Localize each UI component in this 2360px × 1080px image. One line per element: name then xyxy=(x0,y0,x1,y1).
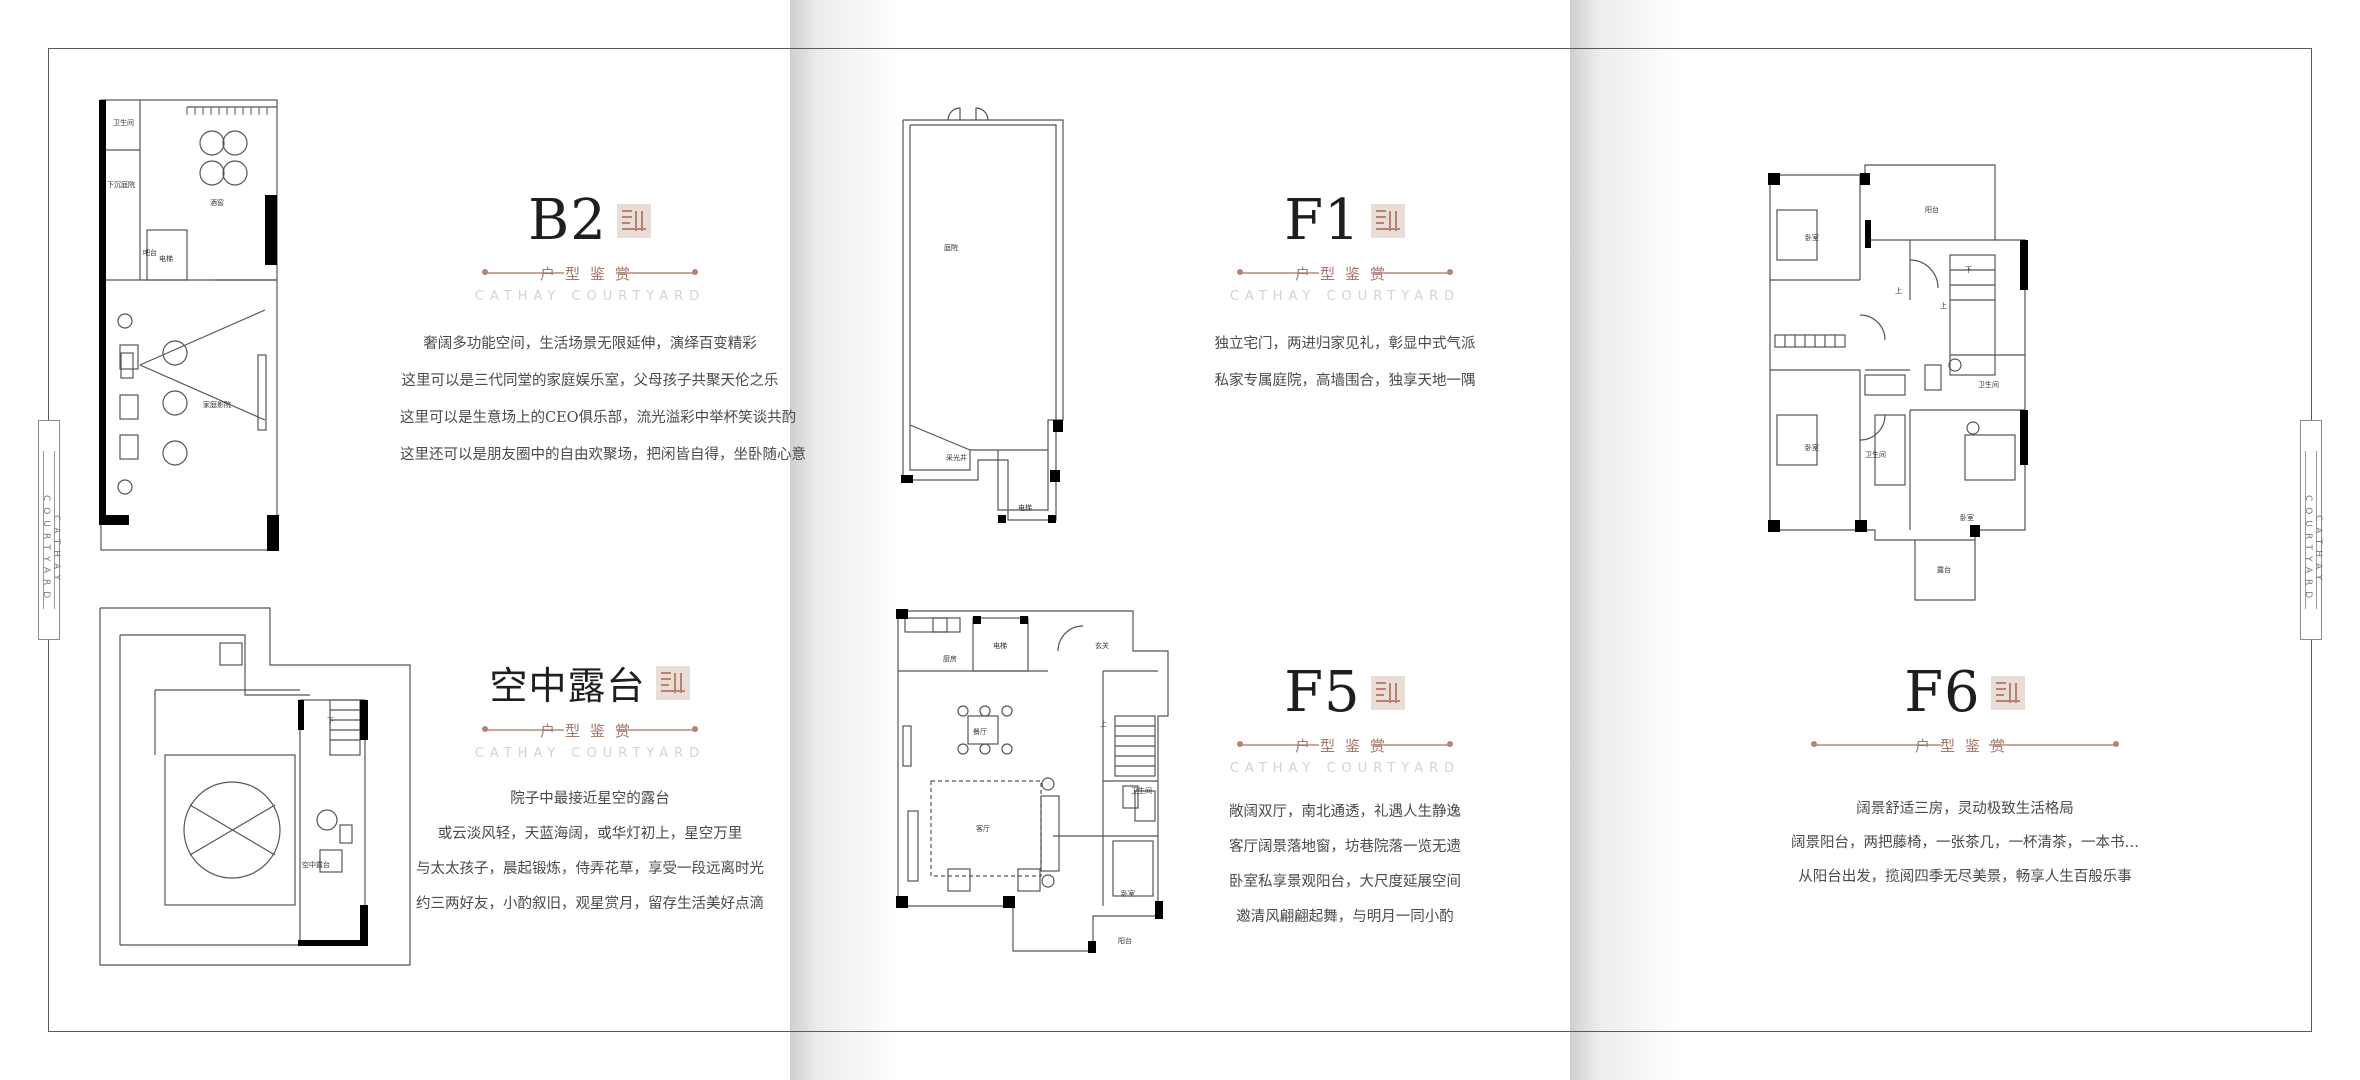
f1-elevator-label: 电梯 xyxy=(1018,503,1032,512)
b2-sunken-court-label: 下沉庭院 xyxy=(107,180,135,189)
f6-bathroom-1-label: 卫生间 xyxy=(1978,380,1999,389)
left-page xyxy=(0,0,790,1080)
b2-heading: B2 户型鉴赏 CATHAY COURTYARD xyxy=(410,188,770,304)
f6-description: 阔景舒适三房，灵动极致生活格局 阔景阳台，两把藤椅，一张茶几，一杯清茶，一本书…… xyxy=(1791,801,2139,885)
right-page xyxy=(1680,0,2360,1080)
f5-bathroom-label: 卫生间 xyxy=(1131,786,1152,795)
f1-rule: 户型鉴赏 xyxy=(1165,261,1525,283)
side-tab-left: CATHAY COURTYARD xyxy=(38,420,61,640)
b2-subtitle: CATHAY COURTYARD xyxy=(474,289,706,304)
f6-rule: 户型鉴赏 xyxy=(1785,733,2145,755)
f1-rule-label: 户型鉴赏 xyxy=(1294,265,1395,283)
f6-up-label: 上 xyxy=(1895,286,1902,295)
f1-heading: F1 户型鉴赏 CATHAY COURTYARD xyxy=(1165,188,1525,304)
f6-terrace-label: 露台 xyxy=(1937,565,1951,574)
b2-home-theater-label: 家庭影院 xyxy=(203,400,231,409)
f5-heading: F5 户型鉴赏 CATHAY COURTYARD xyxy=(1165,660,1525,776)
terrace-description: 院子中最接近星空的露台 或云淡风轻，天蓝海阔，或华灯初上，星空万里 与太太孩子，… xyxy=(416,791,764,912)
b2-floor-plan: 卫生间 下沉庭院 酒窖 吧台 电梯 家庭影院 xyxy=(99,99,279,551)
b2-bar-label: 吧台 xyxy=(143,248,157,257)
f5-balcony-label: 阳台 xyxy=(1118,936,1132,945)
f6-down-label: 下 xyxy=(1965,266,1972,274)
terrace-title: 空中露台 xyxy=(489,664,646,708)
f5-rule: 户型鉴赏 xyxy=(1165,733,1525,755)
b2-rule-label: 户型鉴赏 xyxy=(539,265,640,283)
terrace-plan-label: 空中露台 xyxy=(302,860,330,869)
f6-up-label-2: 上 xyxy=(1940,301,1947,310)
f6-bedroom-1-label: 卧室 xyxy=(1805,233,1819,242)
f5-up-label: 上 xyxy=(1100,719,1107,728)
terrace-rule: 户型鉴赏 xyxy=(410,718,770,740)
f6-rule-label: 户型鉴赏 xyxy=(1914,737,2015,755)
b2-rule: 户型鉴赏 xyxy=(410,261,770,283)
f5-rule-label: 户型鉴赏 xyxy=(1294,737,1395,755)
fold-shadow-left xyxy=(790,0,900,1080)
terrace-floor-plan: 下 空中露台 xyxy=(99,607,411,966)
b2-elevator-label: 电梯 xyxy=(159,254,173,263)
b2-bathroom-label: 卫生间 xyxy=(113,118,134,127)
f6-heading: F6 户型鉴赏 xyxy=(1785,660,2145,755)
f5-bedroom-label: 卧室 xyxy=(1121,889,1135,898)
f1-floor-plan: 庭院 采光井 电梯 xyxy=(901,107,1064,523)
f6-title: F6 xyxy=(1904,660,1981,725)
f1-subtitle: CATHAY COURTYARD xyxy=(1229,289,1461,304)
f5-dining-label: 餐厅 xyxy=(973,727,987,736)
f6-floor-plan: 阳台 卧室 上 下 上 卫生间 卧室 卫生间 卧室 露台 xyxy=(1768,164,2028,601)
f5-subtitle: CATHAY COURTYARD xyxy=(1229,761,1461,776)
seal-icon xyxy=(1990,675,2025,710)
f5-elevator-label: 电梯 xyxy=(993,641,1007,650)
terrace-down-label: 下 xyxy=(327,717,334,725)
f1-courtyard-label: 庭院 xyxy=(944,243,958,252)
f6-bathroom-2-label: 卫生间 xyxy=(1865,450,1886,459)
f1-description: 独立宅门，两进归家见礼，彰显中式气派 私家专属庭院，高墙围合，独享天地一隅 xyxy=(1214,336,1476,389)
b2-title: B2 xyxy=(528,188,607,253)
f5-living-label: 客厅 xyxy=(976,824,990,833)
f5-floor-plan: 厨房 电梯 玄关 餐厅 上 客厅 卫生间 卧室 阳台 xyxy=(896,609,1169,953)
f6-bedroom-2-label: 卧室 xyxy=(1805,443,1819,452)
side-tab-right: CATHAY COURTYARD xyxy=(2300,420,2323,640)
f5-description: 敞阔双厅，南北通透，礼遇人生静逸 客厅阔景落地窗，坊巷院落一览无遗 卧室私享景观… xyxy=(1229,804,1461,925)
b2-wine-cellar-label: 酒窖 xyxy=(210,198,224,207)
f1-light-well-label: 采光井 xyxy=(946,453,967,462)
terrace-rule-label: 户型鉴赏 xyxy=(539,722,640,740)
f6-bedroom-3-label: 卧室 xyxy=(1960,513,1974,522)
terrace-subtitle: CATHAY COURTYARD xyxy=(474,746,706,761)
f5-title: F5 xyxy=(1284,660,1361,725)
f5-kitchen-label: 厨房 xyxy=(943,654,957,663)
seal-icon xyxy=(616,203,651,238)
f1-title: F1 xyxy=(1284,188,1361,253)
fold-shadow-right xyxy=(1570,0,1680,1080)
seal-icon xyxy=(655,665,690,700)
terrace-heading: 空中露台 户型鉴赏 CATHAY COURTYARD xyxy=(410,655,770,761)
seal-icon xyxy=(1370,203,1405,238)
seal-icon xyxy=(1370,675,1405,710)
f5-foyer-label: 玄关 xyxy=(1095,641,1109,650)
f6-balcony-label: 阳台 xyxy=(1925,205,1939,214)
b2-description: 奢阔多功能空间，生活场景无限延伸，演绎百变精彩 这里可以是三代同堂的家庭娱乐室，… xyxy=(400,336,806,463)
